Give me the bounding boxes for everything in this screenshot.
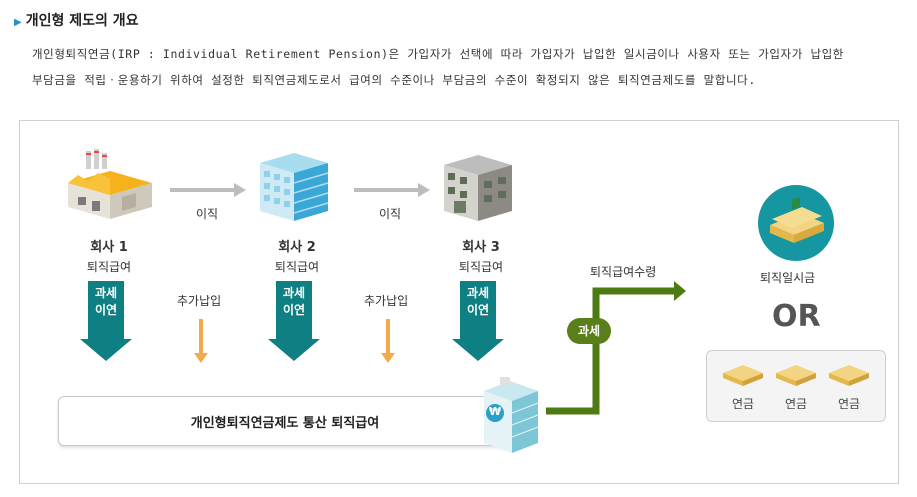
transfer-arrow-2 [354, 183, 430, 197]
money-stack-icon [758, 185, 834, 261]
section-title: ▶개인형 제도의 개요 [14, 10, 139, 30]
annuity-money-icon [776, 365, 816, 386]
annuity-label-2: 연금 [784, 397, 808, 411]
company-2-benefit: 퇴직급여 [274, 260, 320, 274]
company-2-name: 회사 2 [278, 240, 316, 255]
irp-total-benefit-box: 개인형퇴직연금제도 통산 퇴직급여 [58, 396, 512, 446]
company-3-benefit: 퇴직급여 [458, 260, 504, 274]
tax-deferral-line2: 이연 [94, 303, 118, 317]
irp-diagram: 회사 1 퇴직급여 이직 회사 2 퇴직급여 이직 [19, 120, 899, 484]
tax-deferral-line2: 이연 [282, 303, 306, 317]
additional-payment-label-1: 추가납입 [177, 294, 222, 308]
company-3-name: 회사 3 [462, 240, 500, 255]
company-1-benefit: 퇴직급여 [86, 260, 132, 274]
won-sign-icon: ₩ [489, 405, 502, 418]
section-description: 개인형퇴직연금(IRP : Individual Retirement Pens… [32, 41, 900, 93]
tax-deferral-line1: 과세 [466, 286, 490, 300]
triangle-bullet-icon: ▶ [14, 17, 22, 28]
annuity-label-3: 연금 [837, 397, 861, 411]
additional-payment-arrow-1 [194, 319, 208, 363]
company-1-name: 회사 1 [90, 240, 128, 255]
company-building-icon [444, 155, 512, 221]
additional-payment-label-2: 추가납입 [364, 294, 409, 308]
description-line-1: 개인형퇴직연금(IRP : Individual Retirement Pens… [32, 47, 844, 61]
transfer-label-2: 이직 [379, 207, 402, 221]
office-building-icon [260, 153, 329, 221]
irp-total-benefit-label: 개인형퇴직연금제도 통산 퇴직급여 [190, 416, 380, 431]
transfer-arrow-1 [170, 183, 246, 197]
annuity-box: 연금 연금 연금 [706, 350, 886, 422]
annuity-money-icon [723, 365, 763, 386]
tax-badge: 과세 [567, 318, 611, 344]
tax-deferral-line1: 과세 [282, 286, 306, 300]
description-line-2: 부담금을 적립ㆍ운용하기 위하여 설정한 퇴직연금제도로서 급여의 수준이나 부… [32, 73, 756, 87]
transfer-label-1: 이직 [196, 207, 219, 221]
or-label: OR [772, 299, 821, 334]
section-title-text: 개인형 제도의 개요 [25, 13, 139, 29]
receive-arrow [546, 281, 686, 415]
tax-deferral-line2: 이연 [466, 303, 490, 317]
bank-building-icon [484, 377, 539, 453]
lump-sum-label: 퇴직일시금 [760, 271, 816, 285]
tax-deferral-line1: 과세 [94, 286, 118, 300]
factory-icon [68, 149, 152, 219]
annuity-money-icon [829, 365, 869, 386]
additional-payment-arrow-2 [381, 319, 395, 363]
annuity-label-1: 연금 [731, 397, 755, 411]
receive-label: 퇴직급여수령 [590, 265, 657, 279]
